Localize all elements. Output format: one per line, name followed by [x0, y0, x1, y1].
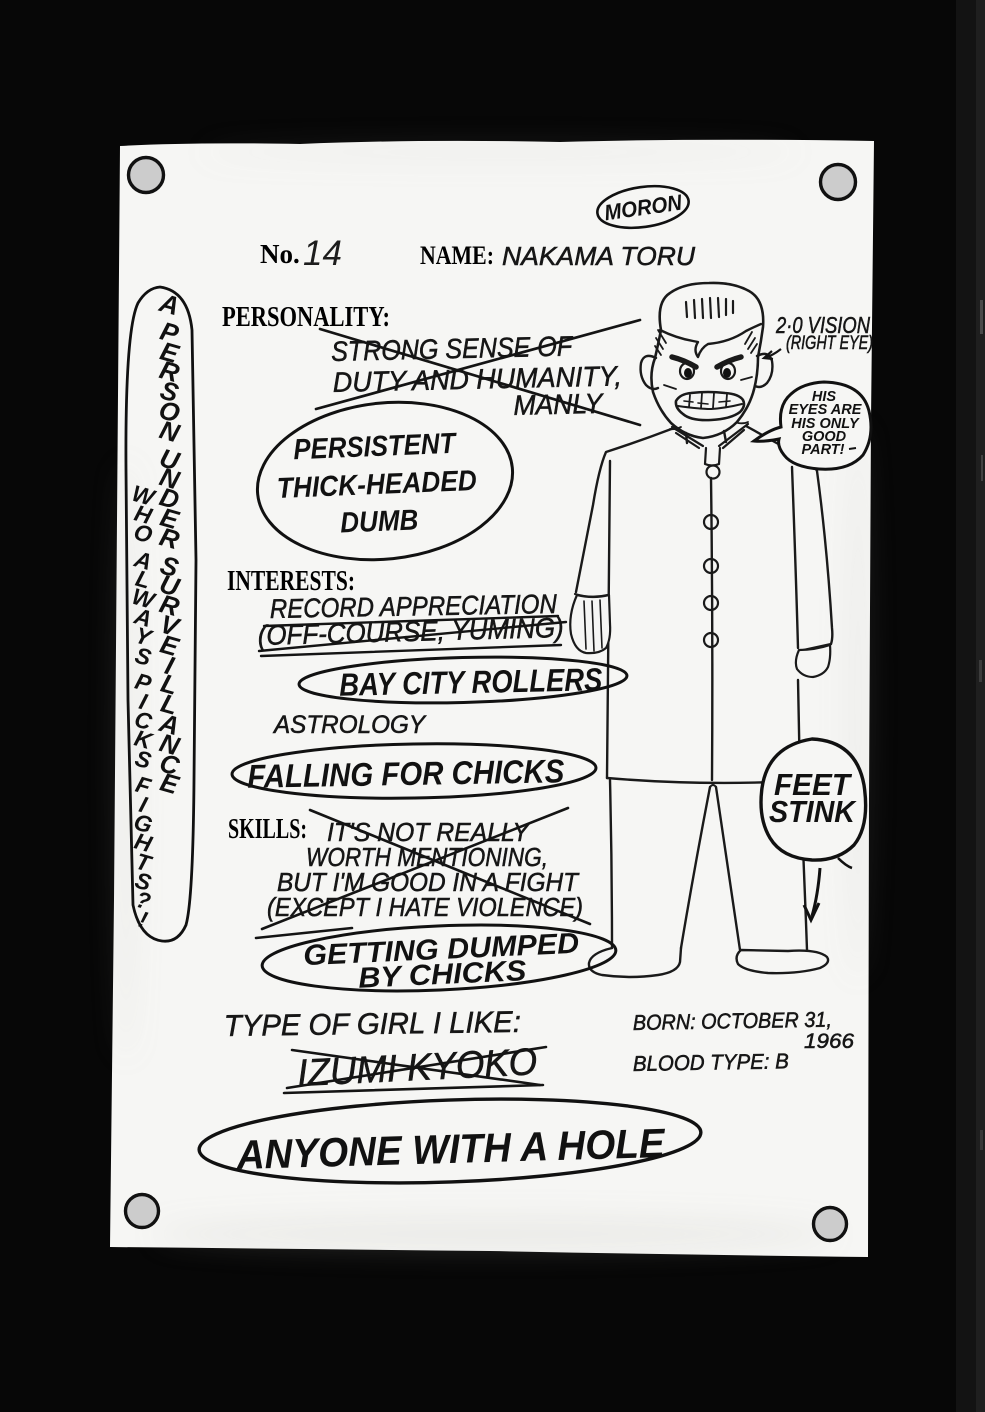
svg-text:TYPE OF GIRL I LIKE:: TYPE OF GIRL I LIKE: — [224, 1006, 521, 1043]
svg-text:BUT I'M GOOD IN A FIGHT: BUT I'M GOOD IN A FIGHT — [277, 867, 580, 897]
svg-text:L: L — [158, 668, 182, 701]
svg-text:NAME:: NAME: — [420, 241, 494, 270]
svg-text:BY CHICKS: BY CHICKS — [358, 955, 528, 995]
svg-text:2·0 VISION: 2·0 VISION — [775, 312, 870, 338]
svg-text:SKILLS:: SKILLS: — [228, 814, 307, 845]
svg-text:(RIGHT EYE): (RIGHT EYE) — [786, 333, 873, 354]
svg-text:C: C — [132, 706, 156, 736]
svg-text:FALLING FOR CHICKS: FALLING FOR CHICKS — [247, 752, 565, 795]
svg-text:ASTROLOGY: ASTROLOGY — [272, 711, 427, 739]
svg-text:NAKAMA TORU: NAKAMA TORU — [502, 241, 695, 271]
svg-text:PERSONALITY:: PERSONALITY: — [222, 302, 390, 333]
svg-text:HIS: HIS — [812, 389, 837, 405]
svg-text:BAY CITY ROLLERS: BAY CITY ROLLERS — [339, 661, 603, 703]
svg-text:L: L — [133, 565, 154, 594]
svg-text:1966: 1966 — [804, 1029, 854, 1053]
svg-text:MANLY: MANLY — [513, 388, 605, 421]
svg-text:H: H — [132, 828, 156, 858]
svg-text:EYES ARE: EYES ARE — [789, 402, 863, 418]
svg-text:INTERESTS:: INTERESTS: — [227, 566, 355, 597]
svg-text:HIS ONLY: HIS ONLY — [791, 416, 860, 432]
svg-text:PERSISTENT: PERSISTENT — [293, 428, 458, 467]
svg-text:?: ? — [133, 886, 154, 915]
svg-text:BLOOD TYPE: B: BLOOD TYPE: B — [633, 1049, 789, 1076]
svg-text:FEET: FEET — [774, 767, 853, 802]
svg-text:DUMB: DUMB — [340, 504, 419, 539]
svg-text:L: L — [158, 688, 182, 721]
svg-text:PART!: PART! — [802, 442, 845, 458]
svg-text:GOOD: GOOD — [802, 429, 847, 445]
svg-text:STINK: STINK — [769, 794, 857, 829]
svg-text:BORN: OCTOBER 31,: BORN: OCTOBER 31, — [633, 1008, 832, 1035]
svg-text:No.: No. — [260, 239, 300, 269]
svg-text:H: H — [132, 500, 156, 530]
svg-text:14: 14 — [303, 234, 342, 273]
